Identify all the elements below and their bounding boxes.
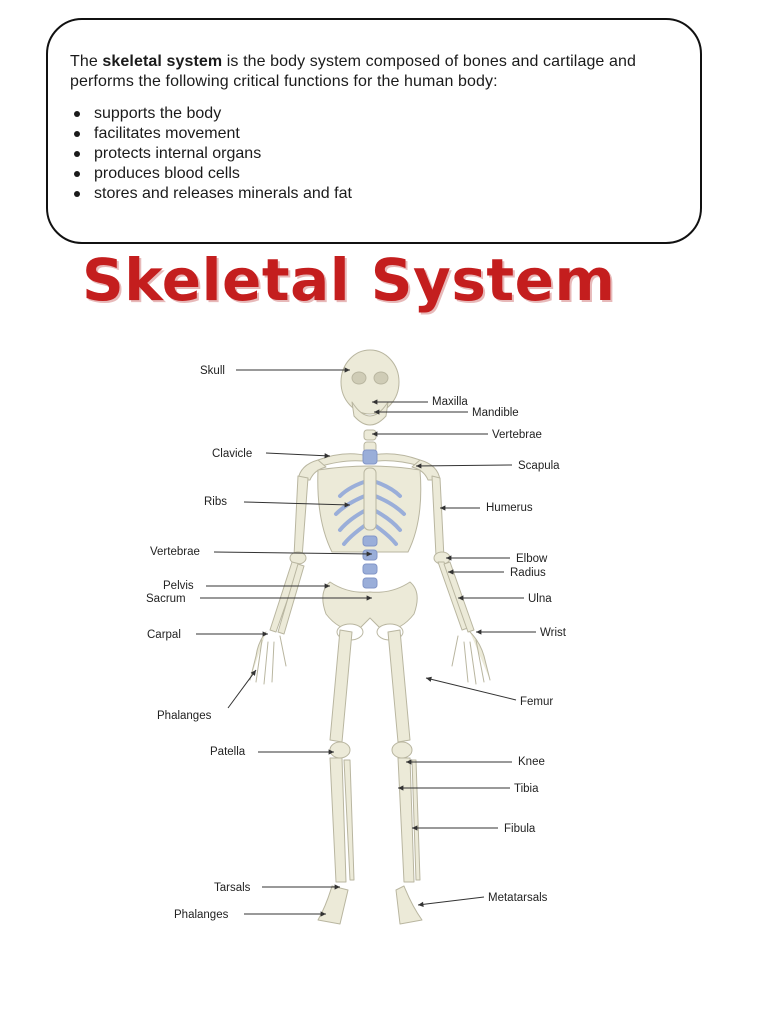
ribs-label: Ribs bbox=[204, 496, 227, 508]
carpal-label: Carpal bbox=[147, 629, 181, 641]
phalanges-foot-arrowhead bbox=[320, 911, 326, 917]
vertebrae-neck-arrowhead bbox=[372, 431, 378, 437]
femur-leader bbox=[425, 677, 517, 701]
ulna-arrowhead bbox=[458, 595, 464, 601]
radius-arrowhead bbox=[448, 569, 454, 575]
right-arm bbox=[431, 475, 491, 685]
sacrum-arrowhead bbox=[366, 595, 372, 601]
scapula-arrowhead bbox=[416, 463, 422, 469]
scapula-leader bbox=[415, 464, 513, 467]
function-item: supports the body bbox=[70, 104, 676, 124]
wrist-label: Wrist bbox=[540, 627, 567, 639]
pelvis bbox=[322, 581, 418, 641]
intro-term: skeletal system bbox=[102, 53, 223, 70]
fibula-arrowhead bbox=[412, 825, 418, 831]
vertebrae-neck-label: Vertebrae bbox=[492, 429, 542, 441]
patella-arrowhead bbox=[328, 749, 334, 755]
phalanges-foot-label: Phalanges bbox=[174, 909, 229, 921]
radius-label: Radius bbox=[510, 567, 546, 579]
mandible-arrowhead bbox=[374, 409, 380, 415]
pelvis-label: Pelvis bbox=[163, 580, 194, 592]
tarsals-label: Tarsals bbox=[214, 882, 251, 894]
wrist-arrowhead bbox=[476, 629, 482, 635]
tibia-label: Tibia bbox=[514, 783, 539, 795]
scapula-label: Scapula bbox=[518, 460, 560, 472]
mandible-label: Mandible bbox=[472, 407, 519, 419]
ribs-leader bbox=[243, 501, 351, 506]
function-item: produces blood cells bbox=[70, 164, 676, 184]
callouts: SkullMaxillaMandibleVertebraeClavicleSca… bbox=[146, 365, 567, 921]
function-item: facilitates movement bbox=[70, 124, 676, 144]
left-arm bbox=[249, 475, 309, 685]
tarsals-arrowhead bbox=[334, 884, 340, 890]
spine-discs bbox=[362, 449, 378, 589]
humerus-arrowhead bbox=[440, 505, 446, 511]
ribs-arrowhead bbox=[344, 502, 350, 508]
femur-arrowhead bbox=[426, 676, 432, 682]
functions-list: supports the body facilitates movement p… bbox=[70, 104, 676, 204]
clavicle-leader bbox=[265, 452, 331, 457]
fibula-label: Fibula bbox=[504, 823, 536, 835]
tibia-arrowhead bbox=[398, 785, 404, 791]
skull-arrowhead bbox=[344, 367, 350, 373]
phalanges-hand-label: Phalanges bbox=[157, 710, 212, 722]
intro-box: The skeletal system is the body system c… bbox=[46, 18, 702, 244]
vertebrae-spine-arrowhead bbox=[366, 551, 372, 557]
function-item: stores and releases minerals and fat bbox=[70, 184, 676, 204]
ulna-label: Ulna bbox=[528, 593, 552, 605]
skeleton-illustration bbox=[249, 349, 491, 925]
maxilla-label: Maxilla bbox=[432, 396, 468, 408]
femur-label: Femur bbox=[520, 696, 553, 708]
patella-label: Patella bbox=[210, 746, 246, 758]
skull-label: Skull bbox=[200, 365, 225, 377]
knee-label: Knee bbox=[518, 756, 545, 768]
metatarsals-label: Metatarsals bbox=[488, 892, 548, 904]
humerus-label: Humerus bbox=[486, 502, 533, 514]
sternum bbox=[363, 467, 377, 531]
metatarsals-leader bbox=[417, 896, 485, 906]
vertebrae-spine-leader bbox=[213, 551, 373, 555]
clavicle-arrowhead bbox=[324, 453, 330, 459]
elbow-arrowhead bbox=[446, 555, 452, 561]
clavicle-label: Clavicle bbox=[212, 448, 252, 460]
elbow-label: Elbow bbox=[516, 553, 548, 565]
skull bbox=[340, 349, 400, 426]
page-title: Skeletal System bbox=[82, 246, 616, 314]
phalanges-hand-arrowhead bbox=[250, 670, 256, 676]
sacrum-label: Sacrum bbox=[146, 593, 186, 605]
intro-lead: The bbox=[70, 53, 103, 70]
carpal-arrowhead bbox=[262, 631, 268, 637]
legs bbox=[317, 629, 423, 925]
maxilla-arrowhead bbox=[372, 399, 378, 405]
vertebrae-spine-label: Vertebrae bbox=[150, 546, 200, 558]
skeleton-diagram: SkullMaxillaMandibleVertebraeClavicleSca… bbox=[146, 349, 567, 925]
knee-arrowhead bbox=[406, 759, 412, 765]
intro-paragraph: The skeletal system is the body system c… bbox=[70, 52, 676, 92]
phalanges-hand-leader bbox=[227, 669, 257, 709]
intro-rest: is the body system composed of bones and… bbox=[70, 53, 636, 90]
function-item: protects internal organs bbox=[70, 144, 676, 164]
metatarsals-arrowhead bbox=[418, 901, 424, 907]
pelvis-arrowhead bbox=[324, 583, 330, 589]
